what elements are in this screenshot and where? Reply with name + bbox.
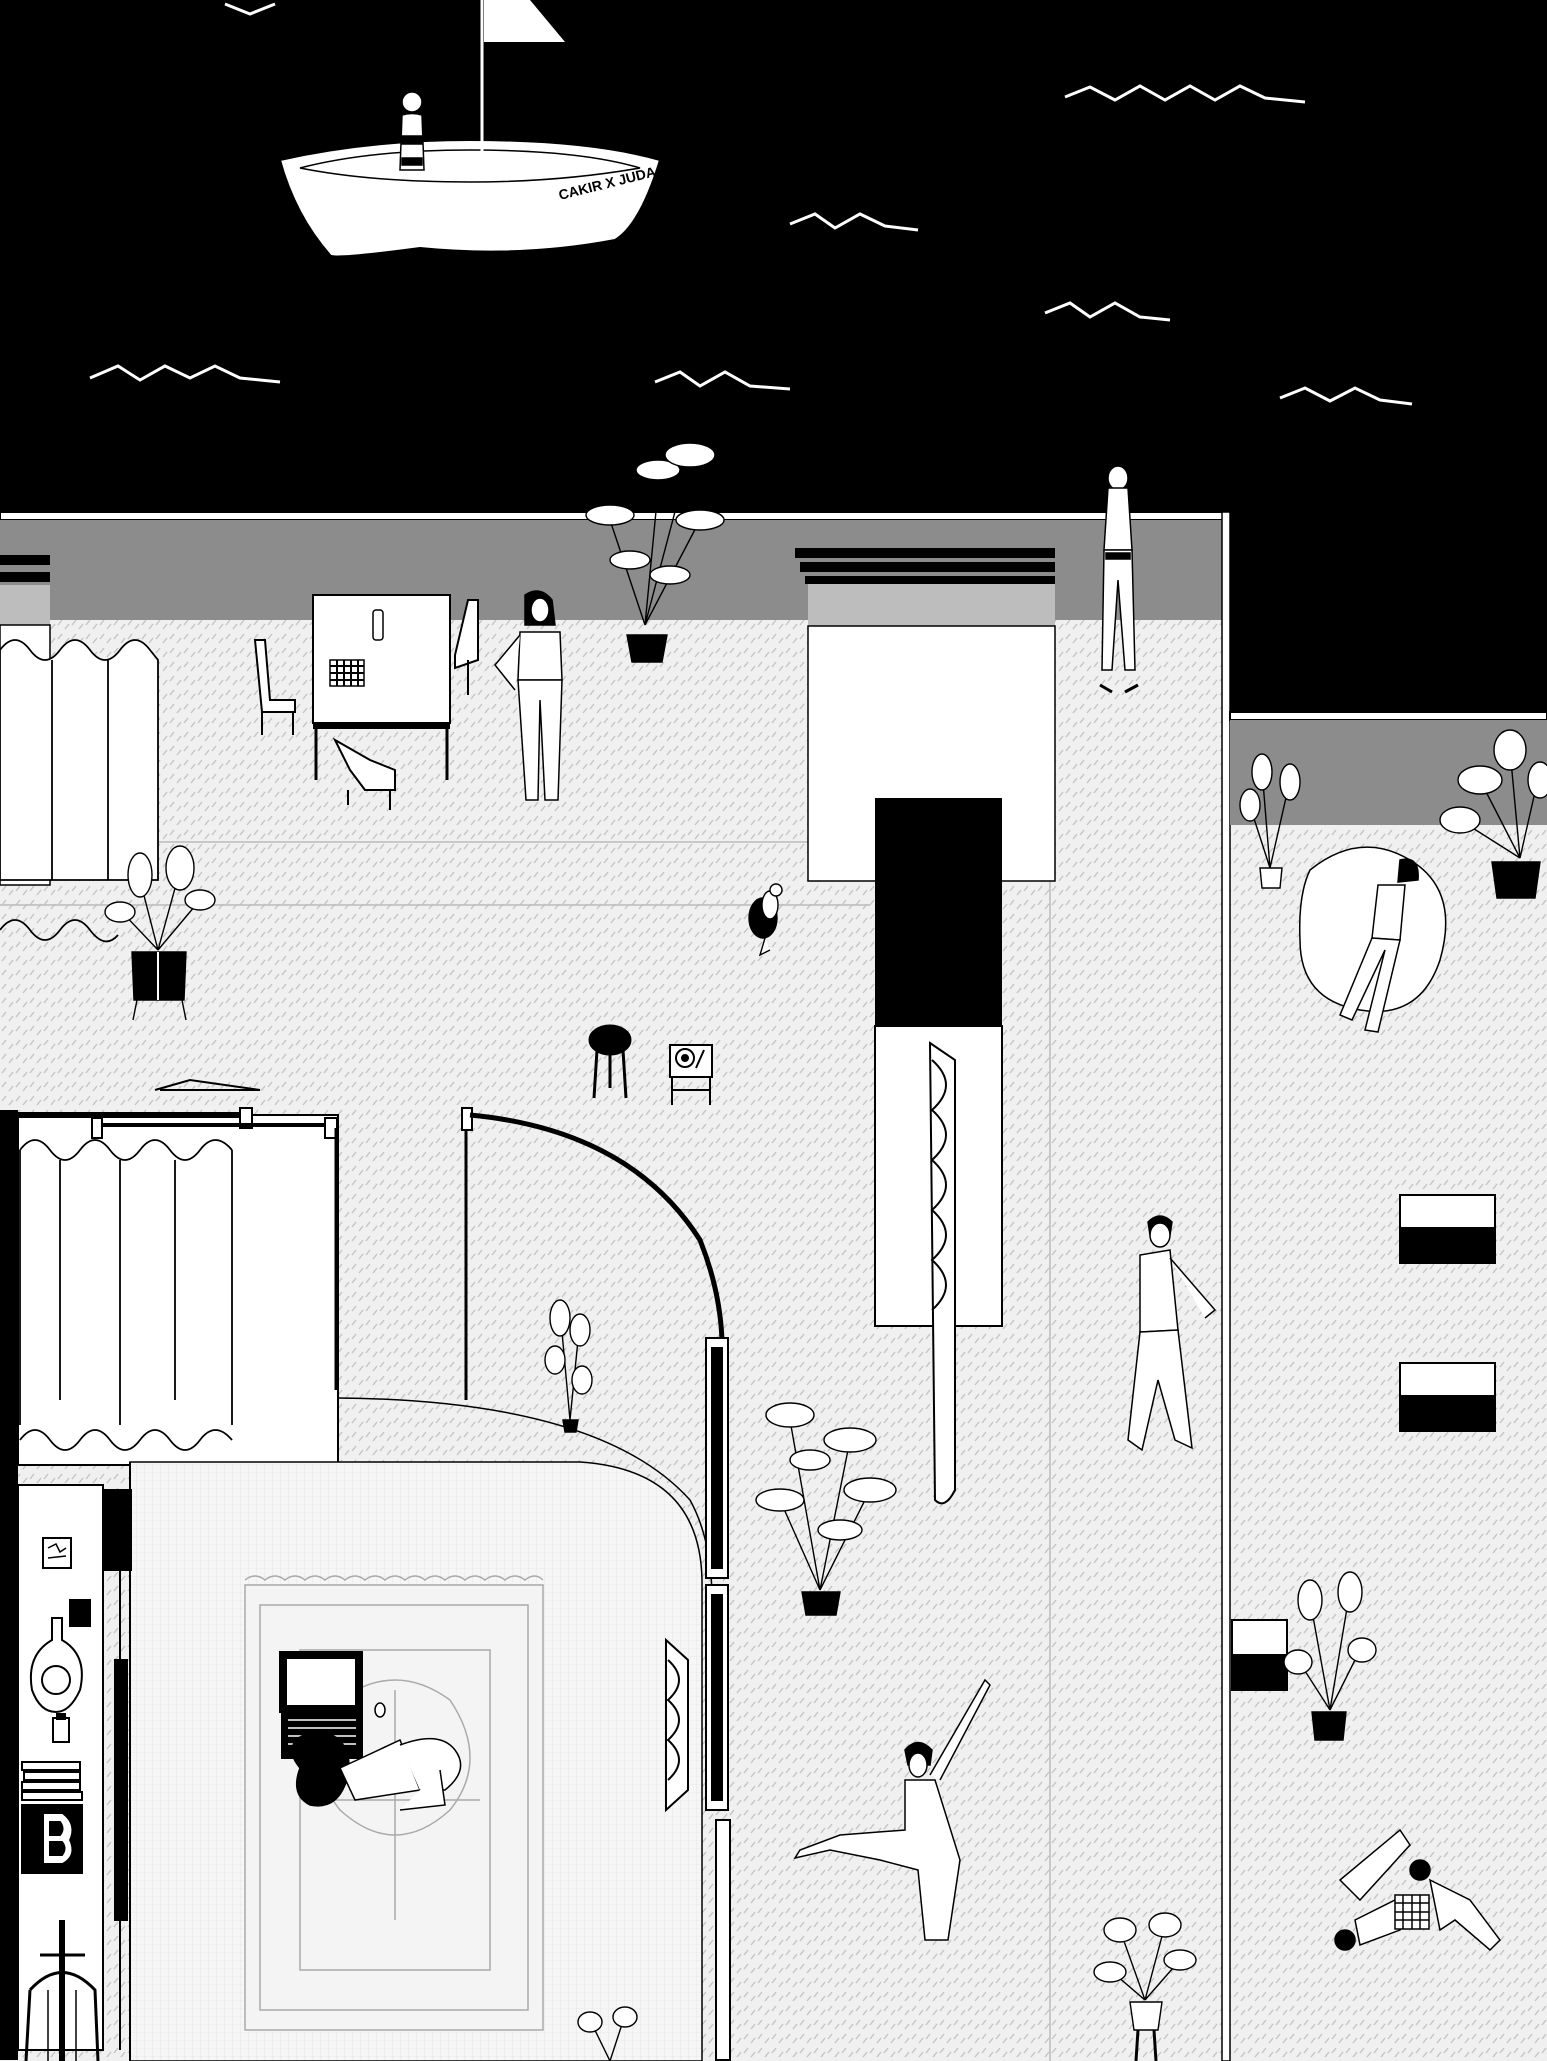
plant-icon — [577, 2006, 638, 2061]
person-icon — [395, 87, 429, 171]
person-icon — [494, 590, 563, 801]
waves — [89, 2, 1413, 406]
room-left — [0, 1107, 339, 2060]
plant-icon — [1439, 729, 1547, 899]
plant-icon — [544, 1299, 593, 1433]
books-icon — [21, 1761, 83, 1874]
bicycle-icon — [24, 1920, 100, 2061]
wave-icon — [1279, 386, 1413, 406]
plant-icon — [755, 1402, 897, 1616]
wave-icon — [224, 2, 276, 16]
vase-icon — [30, 1617, 83, 1714]
chessboard-icon — [1394, 1894, 1430, 1930]
glazing — [665, 1337, 731, 2061]
water — [0, 0, 1547, 715]
note-icon — [42, 1537, 72, 1569]
sailboat-icon: CAKIR X JUDA — [278, 0, 662, 258]
person-icon — [793, 1678, 991, 1941]
rug-icon — [244, 1575, 544, 2031]
plant-icon — [1239, 753, 1301, 889]
bean-bag-icon — [1298, 846, 1447, 1033]
plant-icon — [1283, 1571, 1377, 1741]
person-icon — [291, 1731, 462, 1811]
central-column — [874, 798, 1003, 1505]
wave-icon — [1064, 84, 1306, 104]
wave-icon — [1044, 301, 1171, 322]
person-icon — [1127, 1215, 1217, 1452]
person-icon — [1099, 465, 1139, 694]
stool-icon — [588, 1024, 632, 1099]
wave-icon — [654, 370, 791, 391]
cat-icon — [748, 883, 783, 957]
wave-icon — [789, 212, 919, 232]
record-player-icon — [669, 1044, 713, 1105]
plant-icon — [104, 845, 216, 1021]
chair-icon — [332, 737, 396, 810]
wave-icon — [89, 364, 281, 384]
chessboard-icon — [329, 659, 365, 687]
curtain-icon — [0, 639, 159, 943]
curtain-icon — [19, 1139, 233, 1451]
wall-signs — [1231, 1194, 1496, 1691]
plant-icon — [1093, 1912, 1197, 2061]
table-icon — [312, 594, 451, 780]
chair-icon — [454, 599, 479, 695]
person-icon — [1334, 1828, 1501, 1952]
person-icon — [1339, 858, 1419, 1033]
plant-icon — [585, 442, 725, 663]
chair-icon — [253, 639, 296, 735]
curved-wall — [461, 1107, 725, 1400]
arrow-marker — [154, 1078, 261, 1091]
